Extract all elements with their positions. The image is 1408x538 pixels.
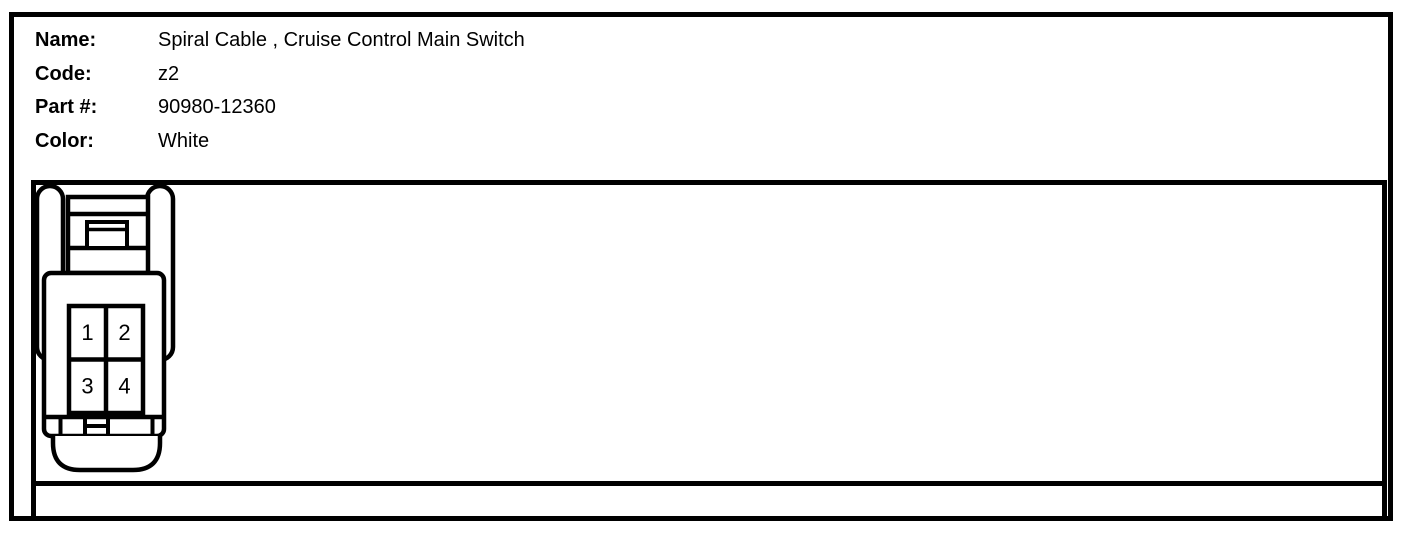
connector-diagram: 1 2 3 4 [34, 183, 176, 473]
field-row-part-number: Part #: 90980-12360 [35, 91, 525, 125]
color-value: White [158, 129, 210, 152]
pin-4-label: 4 [118, 374, 130, 399]
code-label: Code: [35, 62, 92, 85]
page-border-frame: Name: Spiral Cable , Cruise Control Main… [9, 12, 1393, 521]
pin-3-label: 3 [81, 374, 93, 399]
bottom-boss [50, 436, 163, 473]
lock-tab [85, 220, 129, 250]
page-content: Name: Spiral Cable , Cruise Control Main… [14, 17, 1388, 516]
part-info-block: Name: Spiral Cable , Cruise Control Main… [35, 24, 525, 158]
field-row-code: Code: z2 [35, 58, 525, 92]
code-value: z2 [158, 62, 180, 85]
field-row-color: Color: White [35, 125, 525, 159]
part-number-label: Part #: [35, 96, 98, 118]
connector-table [31, 180, 1387, 516]
connector-diagram-row [36, 185, 1382, 481]
pin-2-label: 2 [118, 320, 130, 345]
color-label: Color: [35, 129, 94, 152]
part-number-value: 90980-12360 [158, 96, 276, 118]
pin-1-label: 1 [81, 320, 93, 345]
name-value: Spiral Cable , Cruise Control Main Switc… [158, 29, 525, 51]
table-empty-row [36, 481, 1382, 516]
field-row-name: Name: Spiral Cable , Cruise Control Main… [35, 24, 525, 58]
name-label: Name: [35, 29, 97, 51]
